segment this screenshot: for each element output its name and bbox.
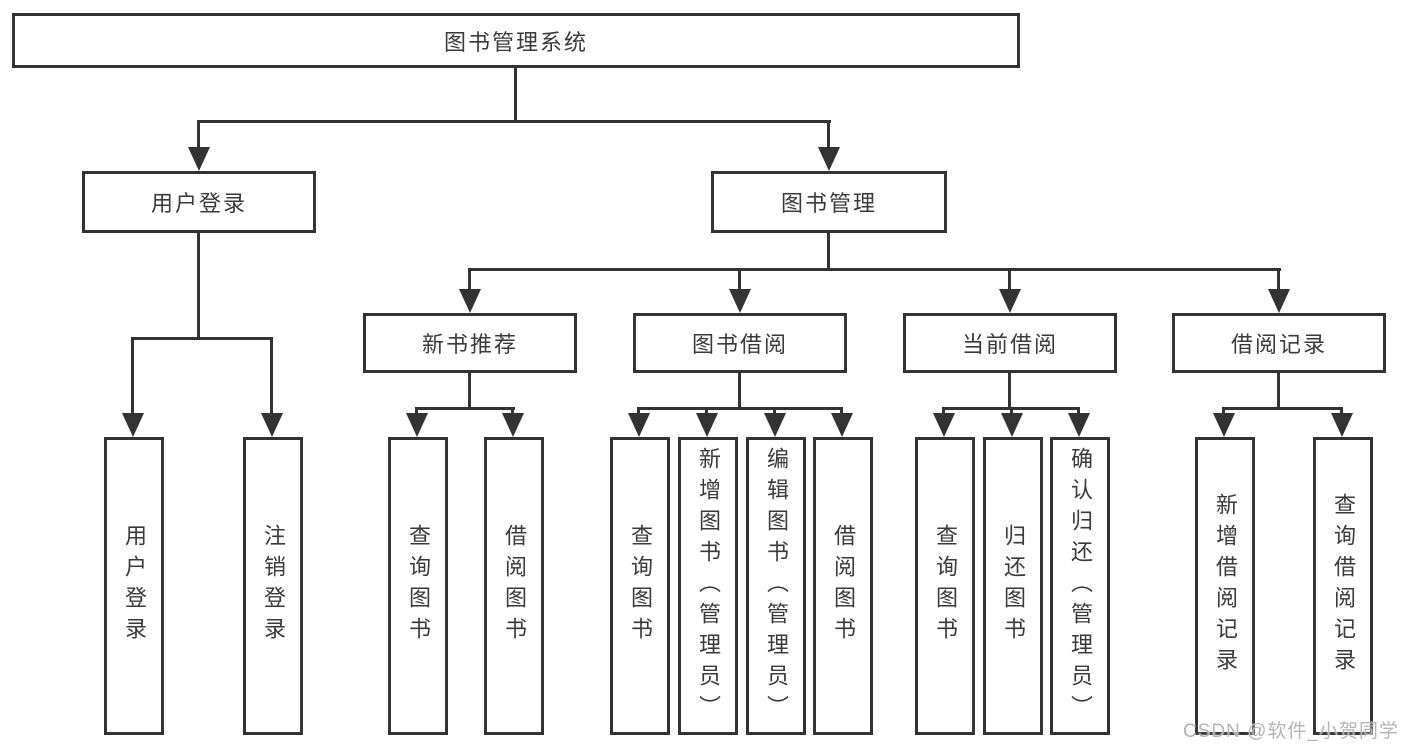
- leaf-user-login: 用户登录: [104, 437, 164, 735]
- arrowhead-down-icon: [933, 413, 955, 437]
- connector-level2-rail: [197, 120, 831, 123]
- node-borrow-records: 借阅记录: [1172, 313, 1386, 373]
- leaf-label: 确认归还（管理员）: [1068, 446, 1093, 726]
- connector-drop: [1010, 407, 1013, 415]
- connector-drop: [827, 120, 830, 148]
- node-label: 图书管理: [780, 191, 877, 216]
- node-label: 新书推荐: [421, 332, 518, 357]
- node-library-management-system: 图书管理系统: [12, 13, 1020, 68]
- connector-drop: [705, 407, 708, 415]
- connector-user-login-stem: [197, 233, 200, 337]
- node-label: 用户登录: [150, 191, 247, 216]
- leaf-label: 用户登录: [122, 524, 147, 648]
- arrowhead-down-icon: [818, 147, 840, 171]
- arrowhead-down-icon: [1213, 413, 1235, 437]
- arrowhead-down-icon: [122, 413, 144, 437]
- leaf-logout: 注销登录: [243, 437, 303, 735]
- connector-drop: [840, 407, 843, 415]
- connector-book-mgmt-stem: [827, 233, 830, 268]
- arrowhead-down-icon: [261, 413, 283, 437]
- leaf-edit-book-admin: 编辑图书（管理员）: [746, 437, 806, 735]
- leaf-return-book: 归还图书: [983, 437, 1043, 735]
- arrowhead-down-icon: [1001, 413, 1023, 437]
- leaf-borrow-book: 借阅图书: [813, 437, 873, 735]
- leaf-label: 查询图书: [628, 524, 653, 648]
- leaf-query-borrow-record: 查询借阅记录: [1313, 437, 1373, 735]
- connector-book-borrow-rail: [637, 407, 843, 410]
- leaf-label: 借阅图书: [502, 524, 527, 648]
- connector-root-stem: [514, 68, 517, 120]
- connector-new-books-stem: [468, 373, 471, 407]
- leaf-label: 新增图书（管理员）: [696, 446, 721, 726]
- arrowhead-down-icon: [831, 413, 853, 437]
- arrowhead-down-icon: [406, 413, 428, 437]
- arrowhead-down-icon: [459, 289, 481, 313]
- arrowhead-down-icon: [696, 413, 718, 437]
- leaf-label: 新增借阅记录: [1213, 493, 1238, 679]
- node-book-borrow: 图书借阅: [633, 313, 847, 373]
- connector-book-borrow-stem: [738, 373, 741, 407]
- csdn-watermark: CSDN @软件_小贺同学: [1183, 721, 1399, 742]
- node-user-login: 用户登录: [82, 171, 316, 233]
- connector-level3-rail: [468, 268, 1281, 271]
- leaf-query-books-recommend: 查询图书: [388, 437, 448, 735]
- leaf-label: 注销登录: [261, 524, 286, 648]
- connector-drop: [131, 337, 134, 415]
- leaf-borrow-books-recommend: 借阅图书: [484, 437, 544, 735]
- node-new-book-recommend: 新书推荐: [363, 313, 577, 373]
- connector-drop: [942, 407, 945, 415]
- connector-drop: [197, 120, 200, 148]
- connector-drop: [738, 268, 741, 291]
- node-current-borrow: 当前借阅: [903, 313, 1117, 373]
- node-label: 图书借阅: [691, 332, 788, 357]
- arrowhead-down-icon: [502, 413, 524, 437]
- leaf-add-book-admin: 新增图书（管理员）: [678, 437, 738, 735]
- leaf-confirm-return-admin: 确认归还（管理员）: [1050, 437, 1110, 735]
- connector-drop: [415, 407, 418, 415]
- connector-drop: [773, 407, 776, 415]
- node-label: 图书管理系统: [443, 29, 588, 55]
- node-label: 借阅记录: [1230, 332, 1327, 357]
- arrowhead-down-icon: [764, 413, 786, 437]
- connector-drop: [637, 407, 640, 415]
- node-book-management: 图书管理: [711, 171, 947, 233]
- connector-borrow-records-rail: [1222, 407, 1343, 410]
- leaf-query-books-current: 查询图书: [915, 437, 975, 735]
- connector-drop: [270, 337, 273, 415]
- leaf-label: 编辑图书（管理员）: [764, 446, 789, 726]
- connector-drop: [1277, 268, 1280, 291]
- connector-drop: [1340, 407, 1343, 415]
- arrowhead-down-icon: [999, 289, 1021, 313]
- connector-drop: [1222, 407, 1225, 415]
- arrowhead-down-icon: [729, 289, 751, 313]
- arrowhead-down-icon: [1068, 413, 1090, 437]
- leaf-label: 归还图书: [1001, 524, 1026, 648]
- arrowhead-down-icon: [1268, 289, 1290, 313]
- connector-drop: [468, 268, 471, 291]
- connector-user-login-rail: [131, 337, 273, 340]
- leaf-label: 查询图书: [933, 524, 958, 648]
- leaf-label: 查询借阅记录: [1331, 493, 1356, 679]
- leaf-label: 查询图书: [406, 524, 431, 648]
- connector-drop: [511, 407, 514, 415]
- arrowhead-down-icon: [628, 413, 650, 437]
- connector-drop: [1077, 407, 1080, 415]
- connector-current-borrow-stem: [1008, 373, 1011, 407]
- connector-borrow-records-stem: [1277, 373, 1280, 407]
- leaf-query-books-borrow: 查询图书: [610, 437, 670, 735]
- connector-new-books-rail: [415, 407, 515, 410]
- arrowhead-down-icon: [188, 147, 210, 171]
- leaf-label: 借阅图书: [831, 524, 856, 648]
- arrowhead-down-icon: [1331, 413, 1353, 437]
- leaf-add-borrow-record: 新增借阅记录: [1195, 437, 1255, 735]
- node-label: 当前借阅: [961, 332, 1058, 357]
- connector-drop: [1008, 268, 1011, 291]
